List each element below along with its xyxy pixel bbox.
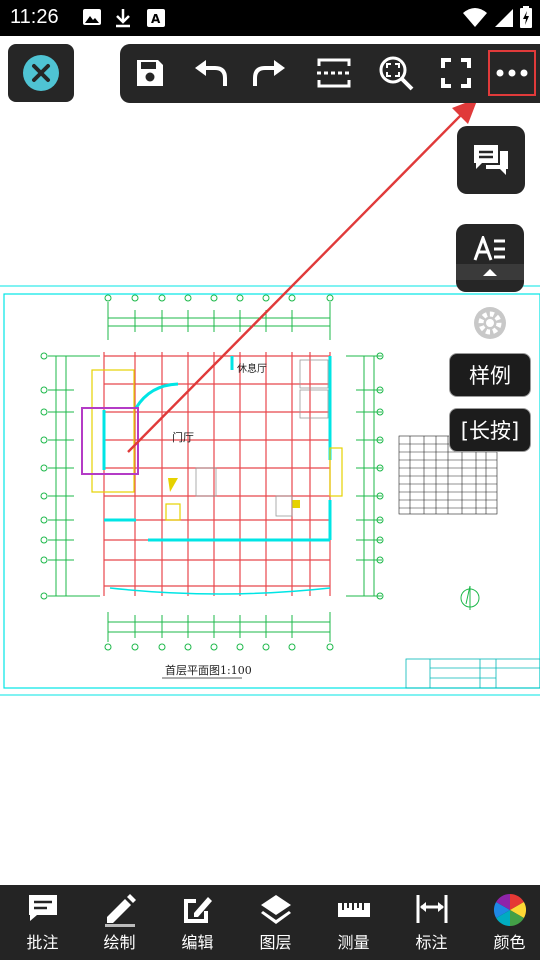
fullscreen-icon <box>441 58 471 88</box>
bottom-nav: 批注 绘制 编辑 图层 测量 标注 <box>0 885 540 960</box>
image-icon <box>83 9 101 25</box>
dimension-icon <box>416 895 447 923</box>
color-wheel-icon <box>493 893 526 927</box>
nav-edit[interactable]: 编辑 <box>159 885 236 960</box>
ruler-icon <box>337 903 370 917</box>
close-panel <box>8 44 74 102</box>
fit-width-icon <box>317 58 351 88</box>
walls <box>102 356 332 595</box>
drawing-frame <box>3 293 540 689</box>
save-button[interactable] <box>126 50 174 96</box>
text-style-icon <box>473 236 505 261</box>
nav-dimension-label: 标注 <box>415 933 448 952</box>
axis-bubbles <box>40 294 384 651</box>
more-button[interactable] <box>488 50 536 96</box>
right-dimensions <box>346 355 382 597</box>
north-arrow <box>460 585 480 610</box>
comment-icon <box>474 145 508 175</box>
nav-draw-label: 绘制 <box>103 933 136 952</box>
nav-annotate[interactable]: 批注 <box>4 885 81 960</box>
nav-color[interactable]: 颜色 <box>471 885 540 960</box>
signal-icon <box>495 9 513 27</box>
nav-layers[interactable]: 图层 <box>237 885 314 960</box>
battery-icon <box>520 6 532 28</box>
svg-text:A: A <box>151 12 161 26</box>
close-button[interactable] <box>23 55 59 91</box>
title-block <box>405 658 540 689</box>
top-dimensions <box>107 302 331 340</box>
close-icon <box>32 64 50 82</box>
status-time: 11:26 <box>10 6 59 28</box>
nav-dimension[interactable]: 标注 <box>393 885 470 960</box>
redo-icon <box>253 60 285 86</box>
undo-button[interactable] <box>186 50 234 96</box>
bottom-dimensions <box>107 612 331 642</box>
top-toolbar <box>120 44 540 103</box>
font-icon: A <box>147 9 165 27</box>
wifi-icon <box>463 8 487 27</box>
text-style-button[interactable] <box>456 224 524 292</box>
comment-button[interactable] <box>457 126 525 194</box>
room-label-lounge: 休息厅 <box>237 362 267 375</box>
yellow-fill <box>292 500 300 508</box>
nav-edit-label: 编辑 <box>181 933 214 952</box>
long-press-button[interactable]: [长按] <box>449 408 531 452</box>
nav-color-label: 颜色 <box>493 933 526 952</box>
zoom-extent-button[interactable] <box>372 50 420 96</box>
annotation-arrow <box>127 98 478 453</box>
fullscreen-button[interactable] <box>432 50 480 96</box>
detail-strokes <box>195 359 329 517</box>
edit-icon <box>183 897 212 923</box>
zoom-extent-icon <box>379 56 414 91</box>
status-bar: 11:26 A <box>0 0 540 36</box>
save-icon <box>137 60 163 86</box>
nav-annotate-label: 批注 <box>26 933 59 952</box>
layers-icon <box>260 895 291 924</box>
room-label-lobby: 门厅 <box>172 430 194 444</box>
fit-width-button[interactable] <box>310 50 358 96</box>
left-dimensions <box>48 355 100 597</box>
nav-measure-label: 测量 <box>337 933 370 952</box>
yellow-stair <box>168 478 178 492</box>
room-boxes <box>81 369 343 521</box>
undo-icon <box>195 60 227 86</box>
nav-draw[interactable]: 绘制 <box>81 885 158 960</box>
gear-icon[interactable] <box>473 306 507 340</box>
legend-button[interactable]: 样例 <box>449 353 531 397</box>
more-icon <box>496 69 528 77</box>
plan-title: 首层平面图1:100 <box>165 663 252 677</box>
annotate-icon <box>28 895 57 921</box>
redo-button[interactable] <box>246 50 294 96</box>
nav-layers-label: 图层 <box>259 933 292 952</box>
pencil-icon <box>104 894 136 927</box>
expand-up-icon <box>456 264 524 280</box>
nav-measure[interactable]: 测量 <box>315 885 392 960</box>
download-icon <box>116 9 130 28</box>
